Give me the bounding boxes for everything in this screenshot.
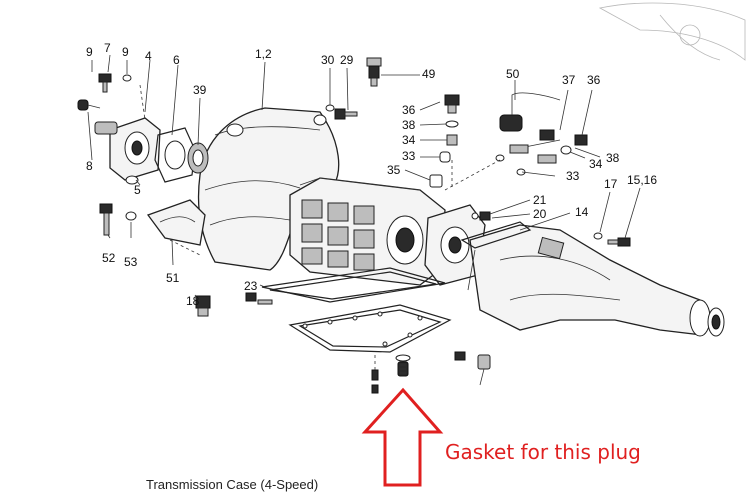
switch-49 <box>366 57 420 87</box>
part-label: 4 <box>145 49 152 63</box>
drain-plug <box>395 354 411 377</box>
bottom-cover-plate <box>288 304 452 353</box>
front-cover <box>94 117 161 185</box>
transmission-main-case <box>289 177 446 286</box>
bottom-cover-gasket <box>261 267 446 303</box>
part-label: 39 <box>193 83 207 97</box>
bolt-23 <box>245 292 273 305</box>
leader-lines <box>87 54 641 301</box>
part-label: 34 <box>589 157 603 171</box>
rear-extension-housing <box>469 224 725 337</box>
top-bolts-left <box>77 73 146 121</box>
oil-seal <box>187 142 209 174</box>
diagram-caption: Transmission Case (4-Speed) <box>146 477 319 492</box>
part-label: 8 <box>86 159 93 173</box>
extension-gasket <box>460 221 532 291</box>
plunger-assembly <box>495 129 588 176</box>
part-label: 33 <box>402 149 416 163</box>
part-label: 49 <box>422 67 436 81</box>
part-label: 38 <box>606 151 620 165</box>
filler-plug <box>195 295 211 317</box>
part-label: 14 <box>575 205 589 219</box>
part-label: 38 <box>402 118 416 132</box>
detent-assembly <box>429 94 460 190</box>
part-label: 30 <box>321 53 335 67</box>
part-labels: 9 7 9 4 6 1,2 30 29 49 50 37 36 39 8 5 3… <box>86 41 657 308</box>
bell-housing <box>197 107 340 271</box>
part-label: 23 <box>244 279 258 293</box>
case-ribs <box>301 199 375 271</box>
part-label: 51 <box>166 271 180 285</box>
bolt-17 <box>593 232 603 240</box>
mounting-bracket <box>146 199 206 246</box>
part-label: 36 <box>587 73 601 87</box>
part-label: 20 <box>533 207 547 221</box>
washer-53 <box>125 211 137 221</box>
part-label: 36 <box>402 103 416 117</box>
part-label: 53 <box>124 255 138 269</box>
red-arrow-pointer <box>361 387 444 487</box>
part-label: 21 <box>533 193 547 207</box>
part-label: 52 <box>102 251 116 265</box>
part-label: 9 <box>122 45 129 59</box>
part-label: 18 <box>186 294 200 308</box>
part-label: 5 <box>134 183 141 197</box>
red-arrow-outline <box>361 387 444 487</box>
part-label: 9 <box>86 45 93 59</box>
part-label: 15,16 <box>627 173 657 187</box>
part-label: 34 <box>402 133 416 147</box>
background-sketch <box>598 2 746 61</box>
front-gasket <box>154 127 196 183</box>
part-label: 29 <box>340 53 354 67</box>
bolt-29 <box>325 104 358 120</box>
bolt-15-16 <box>607 237 631 247</box>
bottom-bolts <box>371 355 379 394</box>
part-label: 6 <box>173 53 180 67</box>
bolts-20-21 <box>471 211 491 221</box>
speed-sensor-50 <box>499 92 561 132</box>
part-label: 50 <box>506 67 520 81</box>
part-label: 33 <box>566 169 580 183</box>
bolt-52 <box>99 203 113 236</box>
part-label: 1,2 <box>255 47 272 61</box>
part-label: 7 <box>104 41 111 55</box>
callout-text: Gasket for this plug <box>445 440 641 464</box>
part-label: 17 <box>604 177 618 191</box>
speedometer-pinion <box>454 351 491 386</box>
part-label: 35 <box>387 163 401 177</box>
part-label: 37 <box>562 73 576 87</box>
